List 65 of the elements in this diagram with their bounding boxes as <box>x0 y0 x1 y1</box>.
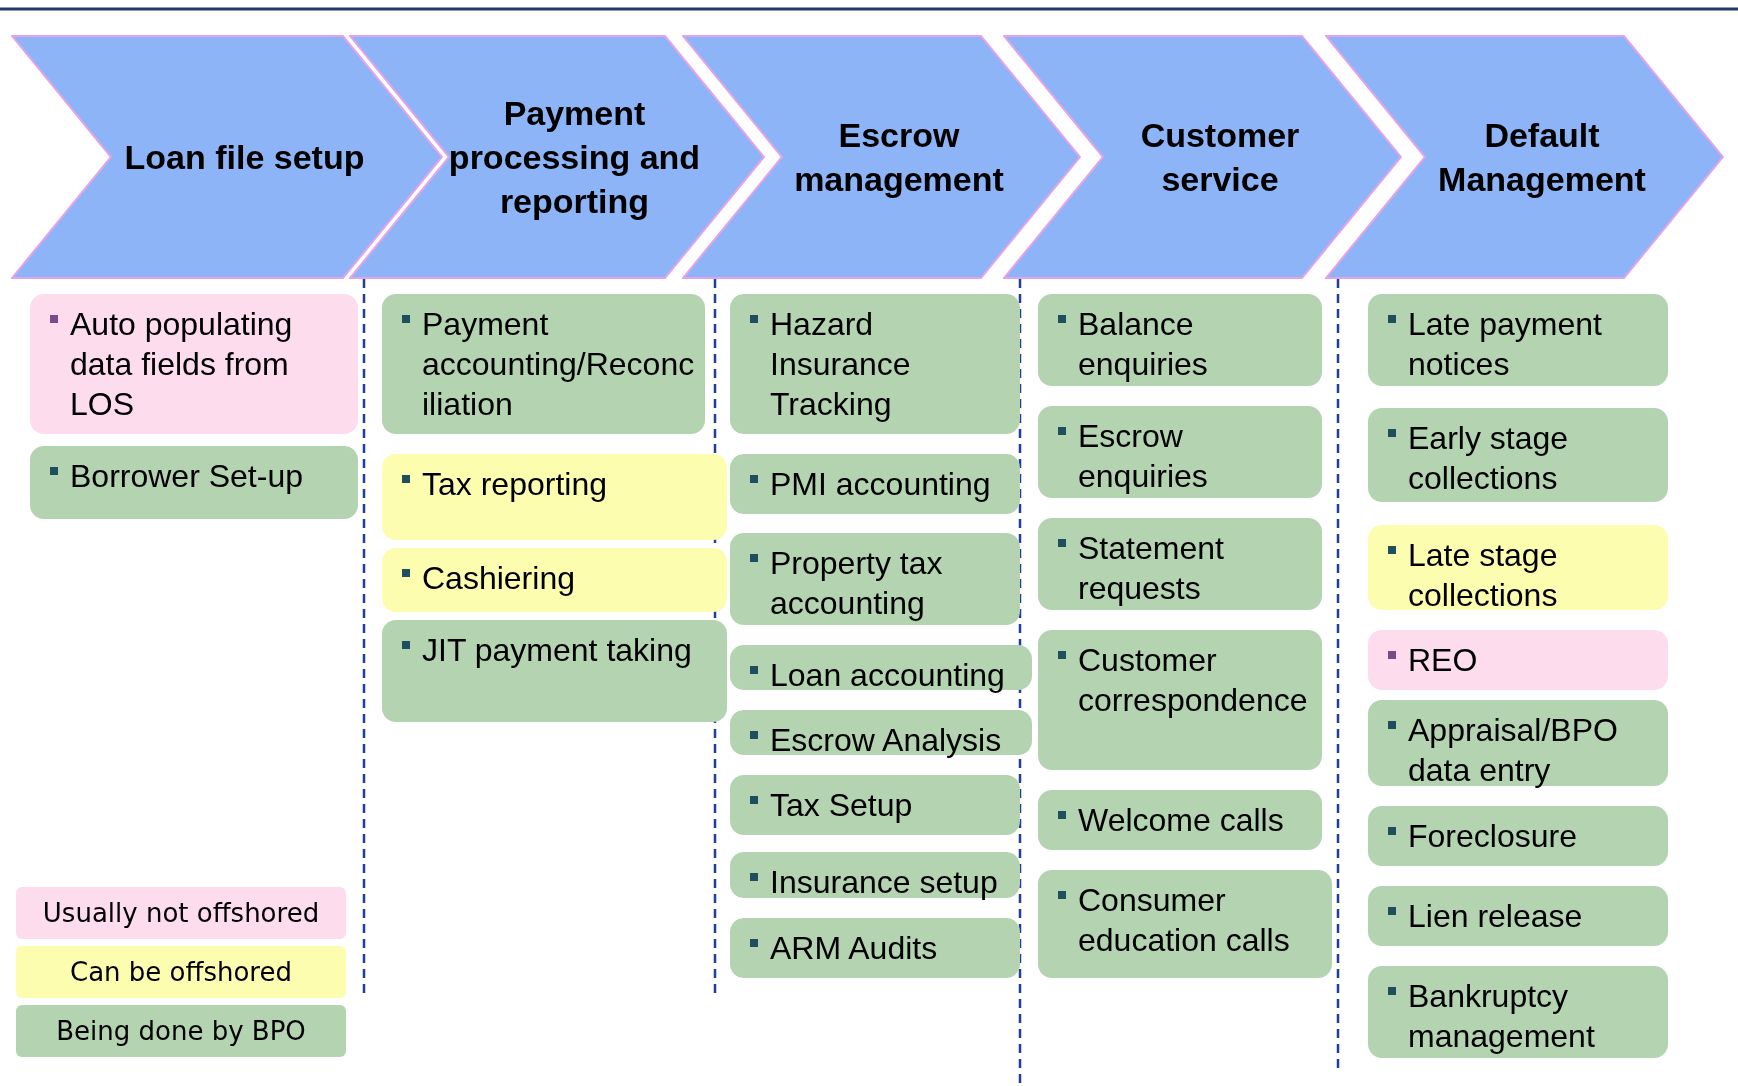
activity-label: Auto populating data fields from LOS <box>50 304 350 424</box>
stage-title: Default Management <box>1437 115 1647 200</box>
chevron-stage <box>1003 35 1402 279</box>
activity-box <box>30 294 358 434</box>
activity-label: Cashiering <box>402 558 719 598</box>
activity-box <box>382 294 705 434</box>
activity-label: REO <box>1388 640 1660 680</box>
activity-box <box>1038 630 1322 770</box>
activity-label: Hazard Insurance Tracking <box>750 304 1012 424</box>
chevron-stage <box>11 35 443 279</box>
activity-label: Escrow Analysis <box>750 720 1024 760</box>
activity-box <box>382 548 727 612</box>
activity-box <box>1368 630 1668 690</box>
activity-box <box>1038 518 1322 610</box>
activity-label: Early stage collections <box>1388 418 1660 498</box>
chevron-stage <box>1325 35 1724 279</box>
activity-box <box>730 294 1020 434</box>
activity-label: Foreclosure <box>1388 816 1660 856</box>
activity-box <box>1368 700 1668 786</box>
activity-box <box>1368 886 1668 946</box>
legend-label: Usually not offshored <box>42 898 320 928</box>
activity-label: JIT payment taking <box>402 630 719 670</box>
stage-title: Customer service <box>1139 115 1301 200</box>
activity-box <box>1038 870 1332 978</box>
activity-box <box>730 775 1020 835</box>
activity-label: Consumer education calls <box>1058 880 1324 960</box>
legend-label: Being done by BPO <box>56 1016 306 1046</box>
activity-label: Lien release <box>1388 896 1660 936</box>
activity-label: PMI accounting <box>750 464 1012 504</box>
activity-label: Borrower Set-up <box>50 456 350 496</box>
activity-box <box>1368 294 1668 386</box>
activity-box <box>1038 294 1322 386</box>
activity-label: Escrow enquiries <box>1058 416 1314 496</box>
activity-label: Bankruptcy management <box>1388 976 1660 1056</box>
activity-label: Late stage collections <box>1388 535 1660 615</box>
activity-box <box>1368 966 1668 1058</box>
activity-label: Appraisal/BPO data entry <box>1388 710 1660 790</box>
activity-label: Payment accounting/Reconciliation <box>402 304 697 424</box>
activity-label: Loan accounting <box>750 655 1024 695</box>
stage-title: Escrow management <box>793 115 1005 200</box>
activity-box <box>730 454 1020 514</box>
activity-label: Tax reporting <box>402 464 719 504</box>
activity-box <box>1038 790 1322 850</box>
activity-box <box>1038 406 1322 498</box>
activity-box <box>730 852 1020 898</box>
activity-box <box>1368 525 1668 610</box>
activity-label: Welcome calls <box>1058 800 1314 840</box>
legend-label: Can be offshored <box>70 957 292 987</box>
activity-box <box>382 620 727 722</box>
activity-label: Tax Setup <box>750 785 1012 825</box>
stage-title: Loan file setup <box>124 137 365 178</box>
stage-title: Payment processing and reporting <box>447 93 702 222</box>
activity-label: ARM Audits <box>750 928 1012 968</box>
activity-box <box>30 446 358 519</box>
activity-label: Property tax accounting <box>750 543 1012 623</box>
activity-label: Late payment notices <box>1388 304 1660 384</box>
activity-box <box>730 918 1020 978</box>
activity-box <box>382 454 727 540</box>
activity-box <box>730 533 1020 625</box>
activity-label: Insurance setup <box>750 862 1012 902</box>
activity-label: Balance enquiries <box>1058 304 1314 384</box>
activity-label: Statement requests <box>1058 528 1314 608</box>
activity-box <box>1368 806 1668 866</box>
activity-box <box>1368 408 1668 502</box>
activity-label: Customer correspondence <box>1058 640 1314 720</box>
